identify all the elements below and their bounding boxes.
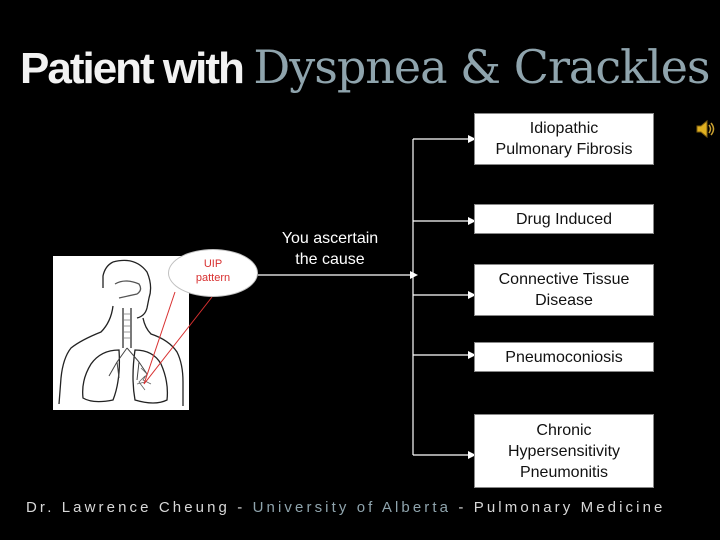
title-part-2: Dyspnea & Crackles: [253, 40, 710, 94]
cause-5-line-3: Pneumonitis: [519, 463, 609, 481]
cause-box-chronic-hypersensitivity-pneumonitis: Chronic Hypersensitivity Pneumonitis: [474, 414, 654, 488]
cause-box-connective-tissue-disease: Connective Tissue Disease: [474, 264, 654, 316]
cause-2-line-1: Drug Induced: [515, 210, 613, 228]
arrowhead-5: [468, 451, 476, 459]
arrowhead-2: [468, 217, 476, 225]
cause-1-line-2: Pulmonary Fibrosis: [495, 141, 633, 158]
cause-1-line-1: Idiopathic: [529, 120, 599, 137]
footer-university: University of Alberta: [252, 499, 452, 516]
uip-callout-bubble: [168, 249, 258, 297]
arrowhead-stem: [410, 271, 418, 279]
arrowhead-1: [468, 135, 476, 143]
respiratory-system-icon: [58, 259, 184, 406]
title-part-1: Patient with: [20, 44, 245, 93]
cause-5-line-2: Hypersensitivity: [507, 442, 621, 460]
footer-credit: Dr. Lawrence Cheung - University of Albe…: [26, 499, 665, 516]
cause-box-idiopathic-pulmonary-fibrosis: Idiopathic Pulmonary Fibrosis: [474, 113, 654, 165]
respiratory-system-illustration: [53, 256, 189, 410]
callout-line-1: UIP: [203, 258, 223, 270]
cause-4-line-1: Pneumoconiosis: [505, 348, 623, 366]
footer-author: Dr. Lawrence Cheung -: [26, 499, 253, 516]
center-label: You ascertain the cause: [262, 228, 398, 270]
uip-callout-text: UIP pattern: [168, 257, 258, 285]
footer-department: - Pulmonary Medicine: [451, 499, 666, 516]
callout-line-2: pattern: [195, 272, 231, 284]
arrowhead-3: [468, 291, 476, 299]
cause-box-drug-induced: Drug Induced: [474, 204, 654, 234]
slide-title: Patient with Dyspnea & Crackles: [20, 40, 711, 94]
speaker-icon[interactable]: [694, 118, 716, 140]
cause-box-pneumoconiosis: Pneumoconiosis: [474, 342, 654, 372]
center-label-line-2: the cause: [295, 251, 365, 268]
cause-3-line-2: Disease: [535, 292, 593, 309]
cause-3-line-1: Connective Tissue: [498, 271, 630, 288]
center-label-line-1: You ascertain: [281, 230, 379, 247]
arrowhead-4: [468, 351, 476, 359]
cause-5-line-1: Chronic: [536, 421, 592, 439]
